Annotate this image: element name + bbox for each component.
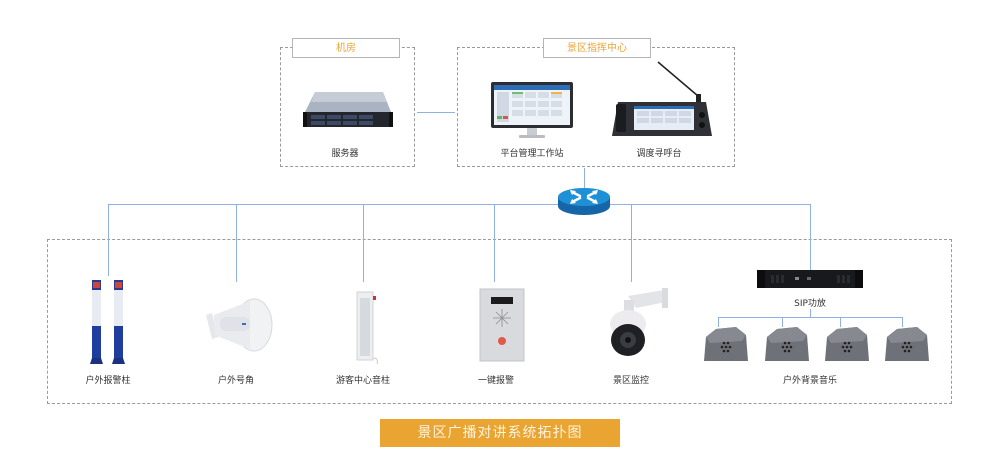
dispatch-console-label: 调度寻呼台	[636, 149, 682, 159]
drop-one-key-alarm	[494, 204, 495, 282]
drop-horn	[236, 204, 237, 282]
one-key-alarm-icon	[479, 288, 525, 362]
link-command-router	[584, 168, 585, 188]
machine-room-title: 机房	[292, 38, 400, 58]
drop-rock-speaker-2	[782, 317, 783, 327]
horn-label: 户外号角	[217, 376, 255, 386]
router-icon	[558, 188, 610, 215]
sound-column-label: 游客中心音柱	[335, 376, 391, 386]
drop-rock-speaker-3	[840, 317, 841, 327]
main-bus	[108, 204, 810, 205]
bg-music-label: 户外背景音乐	[782, 376, 838, 386]
camera-label: 景区监控	[612, 376, 650, 386]
server-icon	[303, 92, 393, 127]
rock-speaker-icon	[704, 327, 748, 361]
link-machine-command	[417, 112, 455, 113]
dispatch-console-icon	[612, 61, 712, 136]
one-key-alarm-label: 一键报警	[477, 376, 515, 386]
command-center-title: 景区指挥中心	[543, 38, 651, 58]
drop-camera	[631, 204, 632, 282]
alarm-column-icon	[90, 280, 125, 364]
sip-amp-label: SIP功放	[794, 299, 826, 309]
drop-sound-column	[363, 204, 364, 282]
drop-rock-speaker-4	[902, 317, 903, 327]
alarm-column-label: 户外报警柱	[85, 376, 131, 386]
sip-amp-icon	[757, 270, 863, 288]
drop-sip-amp	[810, 204, 811, 270]
drop-alarm-column	[108, 204, 109, 276]
horn-icon	[206, 298, 273, 352]
server-label: 服务器	[331, 149, 359, 159]
sip-amp-drop	[810, 309, 811, 317]
sip-amp-subbus	[718, 317, 902, 318]
rock-speaker-icon	[825, 327, 869, 361]
rock-speaker-icon	[765, 327, 809, 361]
rock-speaker-icon	[885, 327, 929, 361]
workstation-icon	[491, 82, 573, 138]
workstation-label: 平台管理工作站	[500, 149, 564, 159]
drop-rock-speaker-1	[718, 317, 719, 327]
sound-column-icon	[356, 291, 378, 365]
diagram-title-banner: 景区广播对讲系统拓扑图	[380, 419, 620, 447]
camera-icon	[610, 288, 668, 356]
terminal-devices-group	[47, 239, 952, 404]
